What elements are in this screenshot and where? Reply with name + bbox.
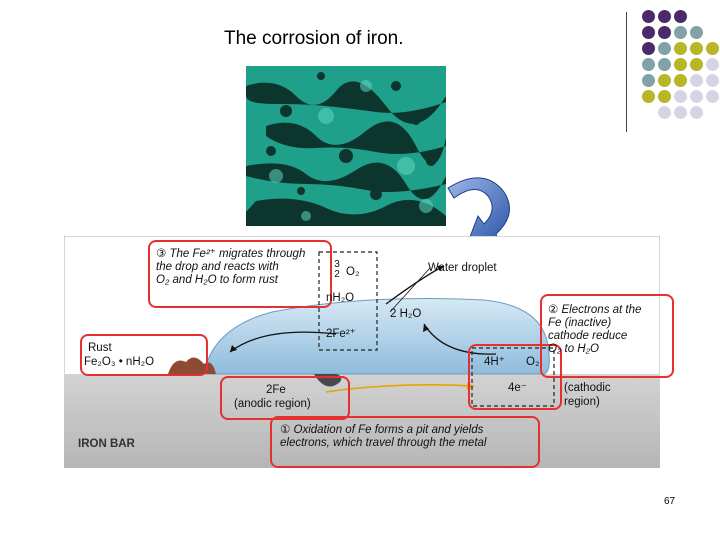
step3-text: ③ The Fe²⁺ migrates through the drop and… bbox=[156, 248, 305, 287]
slide-title: The corrosion of iron. bbox=[224, 28, 404, 49]
four-e-label: 4e⁻ bbox=[508, 382, 527, 394]
fraction-denominator: 2 bbox=[334, 269, 340, 280]
nh2o-label: nH₂O bbox=[326, 292, 355, 304]
rust-highlight-box bbox=[80, 334, 208, 376]
decorative-dot bbox=[690, 106, 703, 119]
step1-marker: ① bbox=[280, 424, 291, 436]
decorative-dot bbox=[642, 42, 655, 55]
decorative-dot bbox=[658, 90, 671, 103]
decorative-dot bbox=[674, 58, 687, 71]
fraction-numerator: 3 bbox=[334, 259, 340, 270]
decorative-dot bbox=[642, 10, 655, 23]
decorative-dot bbox=[658, 74, 671, 87]
decorative-dot bbox=[642, 90, 655, 103]
step1-text: ① Oxidation of Fe forms a pit and yields… bbox=[280, 424, 486, 450]
decorative-dot bbox=[658, 106, 671, 119]
step3-highlight-box bbox=[148, 240, 332, 308]
fe2plus-label: 2Fe²⁺ bbox=[326, 328, 356, 340]
decorative-dot bbox=[658, 58, 671, 71]
iron-bar-label: IRON BAR bbox=[78, 438, 135, 450]
decorative-dot bbox=[690, 58, 703, 71]
decorative-dot bbox=[658, 42, 671, 55]
region-label: region) bbox=[564, 396, 600, 408]
step2-highlight-box bbox=[540, 294, 674, 378]
step2-line1: Electrons at the bbox=[561, 304, 642, 316]
rust-label: Rust bbox=[88, 342, 112, 354]
step1-line1: Oxidation of Fe forms a pit and yields bbox=[293, 424, 484, 436]
o2-top-label: O₂ bbox=[346, 266, 360, 278]
corroded-iron-photo bbox=[246, 66, 446, 226]
step1-highlight-box bbox=[270, 416, 540, 468]
decorative-dot bbox=[706, 58, 719, 71]
decorative-dot bbox=[690, 90, 703, 103]
o2-right-label: O₂ bbox=[526, 356, 540, 368]
four-h-label: 4H⁺ bbox=[484, 356, 505, 368]
cathode-highlight-box bbox=[468, 344, 562, 410]
step2-line2: Fe (inactive) bbox=[548, 317, 612, 329]
decorative-dot bbox=[658, 26, 671, 39]
step2-line4: O₂ to H₂O bbox=[548, 343, 599, 355]
decorative-dot bbox=[674, 26, 687, 39]
decorative-dot bbox=[642, 74, 655, 87]
step3-line3: O₂ and H₂O to form rust bbox=[156, 274, 278, 286]
decorative-dot bbox=[706, 90, 719, 103]
decorative-dot bbox=[706, 74, 719, 87]
decorative-dot bbox=[658, 10, 671, 23]
step2-text: ② Electrons at the Fe (inactive) cathode… bbox=[548, 304, 641, 356]
anodic-label: (anodic region) bbox=[234, 398, 311, 410]
decorative-dot bbox=[642, 58, 655, 71]
cathodic-label: (cathodic bbox=[564, 382, 611, 394]
step3-marker: ③ bbox=[156, 248, 167, 260]
step1-line2: electrons, which travel through the meta… bbox=[280, 437, 487, 449]
decorative-dot bbox=[690, 42, 703, 55]
rust-formula-label: Fe₂O₃ • nH₂O bbox=[84, 356, 155, 368]
decorative-dot bbox=[642, 26, 655, 39]
step3-line2: the drop and reacts with bbox=[156, 261, 279, 273]
anodic-highlight-box bbox=[220, 376, 350, 420]
step2-marker: ② bbox=[548, 304, 559, 316]
water-droplet-label: Water droplet bbox=[428, 262, 497, 274]
decorative-dot bbox=[674, 10, 687, 23]
decorative-dot bbox=[674, 42, 687, 55]
corrosion-diagram: ③ The Fe²⁺ migrates through the drop and… bbox=[64, 236, 674, 468]
decorative-dot bbox=[674, 106, 687, 119]
fraction-label: 3 2 bbox=[332, 260, 342, 280]
decorative-dot bbox=[690, 74, 703, 87]
two-fe-label: 2Fe bbox=[266, 384, 286, 396]
decorative-dot bbox=[674, 90, 687, 103]
step2-line3: cathode reduce bbox=[548, 330, 628, 342]
decorative-dot bbox=[674, 74, 687, 87]
decorative-dot bbox=[690, 26, 703, 39]
decorative-dot bbox=[706, 42, 719, 55]
step3-line1: The Fe²⁺ migrates through bbox=[169, 248, 306, 260]
decorative-divider bbox=[626, 12, 627, 132]
page-number: 67 bbox=[664, 496, 676, 507]
decorative-dot-grid bbox=[640, 10, 720, 120]
two-h2o-label: 2 H₂O bbox=[390, 308, 422, 320]
